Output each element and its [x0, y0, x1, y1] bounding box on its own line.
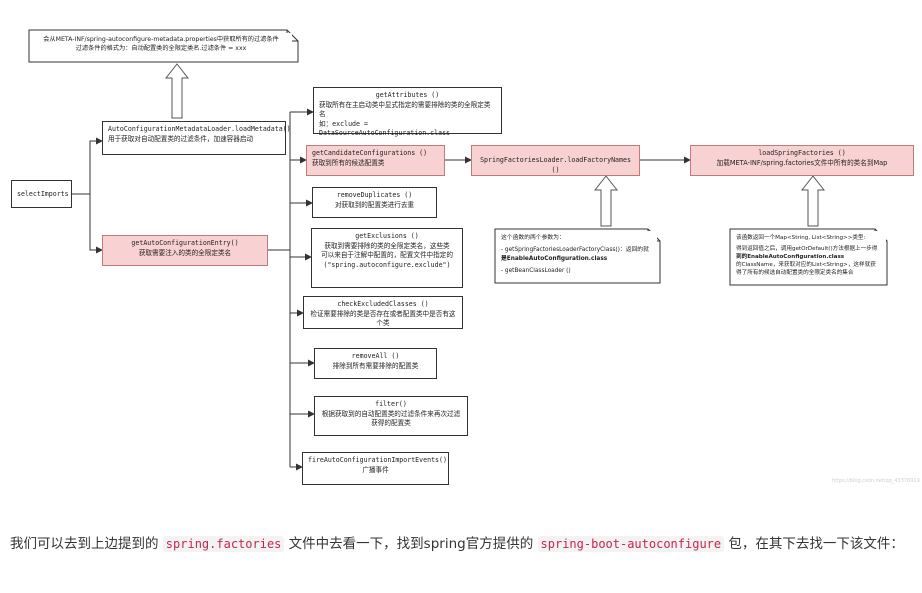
load-factory-names-title: SpringFactoriesLoader.loadFactoryNames (…	[480, 156, 631, 174]
body-paragraph: 我们可以去到上边提到的 spring.factories 文件中去看一下，找到s…	[10, 533, 910, 556]
get-auto-config-entry-title: getAutoConfigurationEntry()	[131, 239, 239, 247]
load-spring-factories-title: loadSpringFactories ()	[758, 149, 846, 157]
check-excluded-title: checkExcludedClasses ()	[337, 300, 429, 308]
get-attributes-desc2: 如：exclude = DataSourceAutoConfiguration.…	[319, 119, 451, 138]
inline-code-spring-factories: spring.factories	[162, 536, 285, 552]
note-params: 这个函数的两个参数为： - getSpringFactoriesLoaderFa…	[497, 231, 657, 279]
get-auto-config-entry-box: getAutoConfigurationEntry() 获取需要注入的类的全限定…	[102, 235, 268, 266]
remove-duplicates-title: removeDuplicates ()	[336, 191, 413, 199]
watermark-text: https://blog.csdn.net/qq_43378019	[832, 478, 920, 484]
check-excluded-desc: 检证需要排除的类是否存在或者配置类中是否有这个类	[310, 309, 456, 328]
connector-select-to-entry	[89, 194, 103, 254]
note-map-line3: 到的EnableAutoConfiguration.class	[736, 254, 845, 261]
remove-all-box: removeAll () 排除到所有需要排除的配置类	[314, 348, 437, 379]
load-factory-names-box: SpringFactoriesLoader.loadFactoryNames (…	[471, 145, 640, 176]
check-excluded-box: checkExcludedClasses () 检证需要排除的类是否存在或者配置…	[303, 296, 463, 329]
fire-events-box: fireAutoConfigurationImportEvents() 广播事件	[302, 452, 449, 485]
get-exclusions-title: getExclusions ()	[355, 232, 419, 240]
get-candidate-box: getCandidateConfigurations () 获取到所有的候选配置…	[306, 145, 445, 176]
filter-title: filter()	[375, 400, 407, 408]
hollow-arrow-metadata	[164, 63, 190, 119]
load-metadata-title: AutoConfigurationMetadataLoader.loadMeta…	[108, 125, 291, 133]
get-attributes-box: getAttributes () 获取所有在主启动类中显式指定的需要排除的类的全…	[313, 87, 502, 137]
top-note: 会从META-INF/spring-autoconfigure-metadata…	[30, 33, 292, 56]
get-exclusions-desc1: 获取到需要排除的类的全限定类名，这些类	[324, 241, 450, 250]
watermark: https://blog.csdn.net/qq_43378019	[832, 478, 920, 484]
remove-all-desc: 排除到所有需要排除的配置类	[332, 361, 419, 370]
get-attributes-desc1: 获取所有在主启动类中显式指定的需要排除的类的全限定类名	[319, 100, 491, 119]
select-imports-label: selectImports	[17, 190, 69, 198]
paragraph-text-3: 包，在其下去找一下该文件：	[724, 536, 904, 552]
hollow-arrow-params	[593, 175, 619, 227]
fire-events-title: fireAutoConfigurationImportEvents()	[308, 456, 447, 464]
note-map-line2: 得到返回值之后，调用getOrDefault()方法根据上一步得	[736, 246, 878, 253]
top-note-line1: 会从META-INF/spring-autoconfigure-metadata…	[43, 36, 279, 43]
note-params-line4: - getBeanClassLoader ()	[501, 268, 571, 275]
load-metadata-desc: 用于获取对自动配置类的过滤条件，加速容器启动	[108, 134, 254, 143]
note-params-line1: 这个函数的两个参数为：	[501, 235, 565, 241]
paragraph-text-2: 文件中去看一下，找到spring官方提供的	[284, 536, 538, 552]
note-map-line4: 的ClassName，来获取对应的List<String>，这样就获	[736, 262, 876, 269]
inline-code-spring-boot-autoconfigure: spring-boot-autoconfigure	[537, 536, 725, 552]
get-candidate-desc: 获取到所有的候选配置类	[312, 158, 385, 167]
fire-events-desc: 广播事件	[362, 465, 389, 474]
get-attributes-title: getAttributes ()	[375, 91, 440, 99]
top-note-line2: 过滤条件的格式为：自动配置类的全限定类名.过滤条件 = xxx	[75, 45, 247, 53]
get-candidate-title: getCandidateConfigurations ()	[312, 149, 428, 157]
get-exclusions-box: getExclusions () 获取到需要排除的类的全限定类名，这些类 可以来…	[311, 228, 463, 288]
filter-desc2: 获得的配置类	[371, 419, 411, 428]
load-metadata-box: AutoConfigurationMetadataLoader.loadMeta…	[102, 121, 291, 155]
filter-box: filter() 根据获取到的自动配置类的过滤条件来再次过滤 获得的配置类	[314, 396, 468, 436]
get-exclusions-desc2: 可以来自于注解中配置的，配置文件中指定的	[321, 251, 453, 260]
note-params-line2: - getSpringFactoriesLoaderFactoryClass()…	[501, 247, 649, 254]
filter-desc1: 根据获取到的自动配置类的过滤条件来再次过滤	[321, 409, 461, 418]
load-spring-factories-desc: 加载META-INF/spring.factories文件中所有的类名到Map	[716, 158, 888, 167]
get-auto-config-entry-desc: 获取需要注入的类的全限定类名	[138, 248, 232, 257]
note-map-line5: 得了所有的候选自动配置类的全限定类名的集合	[736, 270, 854, 277]
hollow-arrow-map	[800, 175, 826, 227]
select-imports-box: selectImports	[11, 180, 72, 208]
note-map: 该函数返回一个Map<String, List<String>>类型: 得到返回…	[732, 231, 886, 281]
remove-duplicates-desc: 对获取到的配置类进行去重	[334, 200, 415, 209]
note-params-line3: 是EnableAutoConfiguration.class	[501, 255, 608, 262]
connector-select-to-metadata	[72, 137, 103, 195]
note-map-line1: 该函数返回一个Map<String, List<String>>类型:	[736, 235, 866, 241]
load-spring-factories-box: loadSpringFactories () 加载META-INF/spring…	[690, 145, 914, 176]
remove-duplicates-box: removeDuplicates () 对获取到的配置类进行去重	[312, 187, 437, 218]
get-exclusions-desc3: ("spring.autoconfigure.exclude")	[323, 260, 451, 269]
remove-all-title: removeAll ()	[351, 352, 400, 360]
paragraph-text-1: 我们可以去到上边提到的	[10, 536, 163, 552]
